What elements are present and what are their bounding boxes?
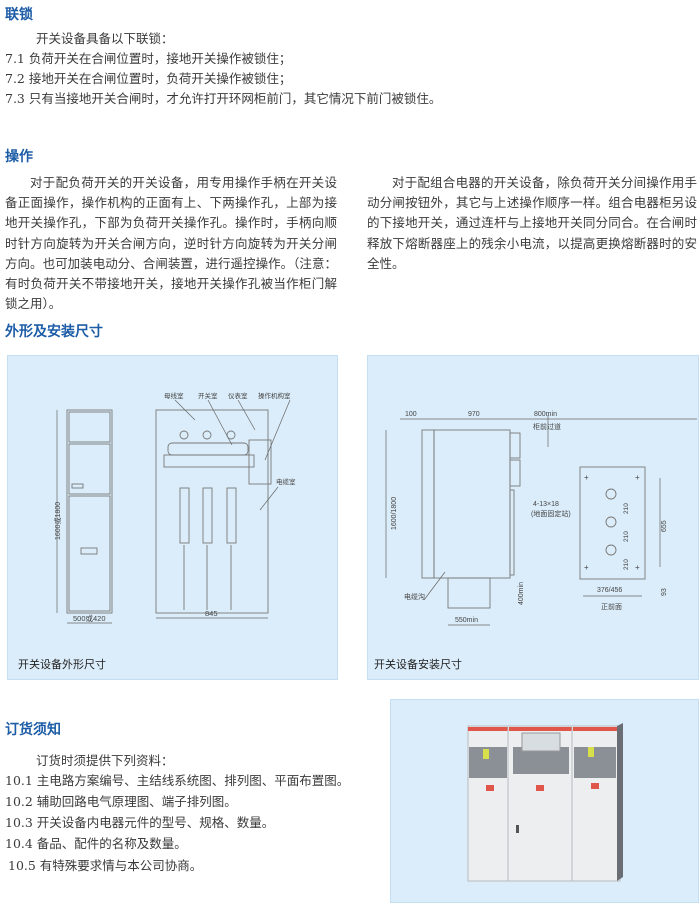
interlock-item: 7.1 负荷开关在合闸位置时，接地开关操作被锁住； [5, 51, 292, 66]
svg-text:+: + [584, 473, 589, 482]
ordering-item: 10.5 有特殊要求情与本公司协商。 [8, 858, 203, 873]
rear-gap-label: 100 [405, 411, 417, 418]
interlock-item: 7.2 接地开关在合闸位置时，负荷开关操作被锁住； [5, 71, 292, 86]
spacing-label: 210 [623, 503, 630, 514]
bolt-holes-label: 4-13×18 [533, 501, 559, 508]
mechanism-room-label: 操作机构室 [258, 391, 291, 400]
bolt-span-label: 655 [661, 520, 668, 532]
outline-diagram-panel [7, 355, 338, 680]
interlock-item: 7.3 只有当接地开关合闸时，才允许打开环网柜前门，其它情况下前门被锁住。 [5, 91, 442, 106]
ordering-item: 10.1 主电路方案编号、主结线系统图、排列图、平面布置图。 [5, 773, 350, 788]
plan-view: + + + + [579, 466, 646, 580]
product-photo [467, 723, 623, 882]
install-height-label: 1600/1800 [391, 497, 398, 530]
interlock-intro: 开关设备具备以下联锁： [36, 31, 174, 46]
ordering-item: 10.3 开关设备内电器元件的型号、规格、数量。 [5, 815, 275, 830]
interlock-heading: 联锁 [5, 7, 33, 23]
trench-width-label: 550min [455, 617, 478, 624]
outline-diagram-caption: 开关设备外形尺寸 [18, 658, 106, 671]
base-width-label: 376/456 [597, 587, 622, 594]
front-aisle-text: 柜前过道 [533, 422, 561, 431]
outline-width-label: 845 [205, 609, 218, 618]
ordering-item: 10.4 备品、配件的名称及数量。 [5, 836, 187, 851]
ordering-intro: 订货时须提供下列资料： [36, 753, 174, 768]
operation-right-paragraph: 对于配组合电器的开关设备，除负荷开关分间操作用手动分闸按钮外，其它与上述操作顺序… [367, 175, 697, 271]
install-diagram: 100 970 800min 柜前过道 1600/1800 电缆沟 400min… [385, 411, 697, 626]
operation-heading: 操作 [5, 149, 33, 165]
front-view-cabinet [155, 409, 272, 614]
side-view-cabinet [66, 409, 113, 614]
depth-label: 970 [468, 411, 480, 418]
spacing-label: 210 [623, 559, 630, 570]
ordering-item: 10.2 辅助回路电气原理图、端子排列图。 [5, 794, 237, 809]
front-label: 正前面 [601, 602, 622, 611]
bolt-note-label: (地面固定站) [531, 509, 571, 518]
outline-depth-label: 500或420 [73, 613, 106, 623]
switch-room-label: 开关室 [198, 391, 218, 400]
trench-depth-label: 400min [518, 582, 525, 605]
svg-text:+: + [635, 563, 640, 572]
cable-room-label: 电缆室 [276, 477, 296, 486]
ordering-heading: 订货须知 [5, 722, 61, 738]
outline-height-label: 1600或1800 [53, 502, 62, 540]
cable-trench-label: 电缆沟 [404, 592, 425, 601]
outline-diagram: 1600或1800 500或420 845 母线室 开关室 仪表室 操作机构室 … [53, 391, 296, 624]
operation-left-paragraph: 对于配负荷开关的开关设备，用专用操作手柄在开关设备正面操作，操作机构的正面有上、… [5, 175, 337, 312]
side-view [421, 429, 521, 609]
install-diagram-caption: 开关设备安装尺寸 [374, 658, 462, 671]
front-offset-label: 93 [661, 588, 668, 596]
svg-text:+: + [635, 473, 640, 482]
spacing-label: 210 [623, 531, 630, 542]
front-aisle-label: 800min [534, 411, 557, 418]
svg-text:+: + [584, 563, 589, 572]
instrument-room-label: 仪表室 [228, 391, 248, 400]
dimensions-heading: 外形及安装尺寸 [5, 324, 103, 340]
busbar-room-label: 母线室 [164, 391, 184, 400]
